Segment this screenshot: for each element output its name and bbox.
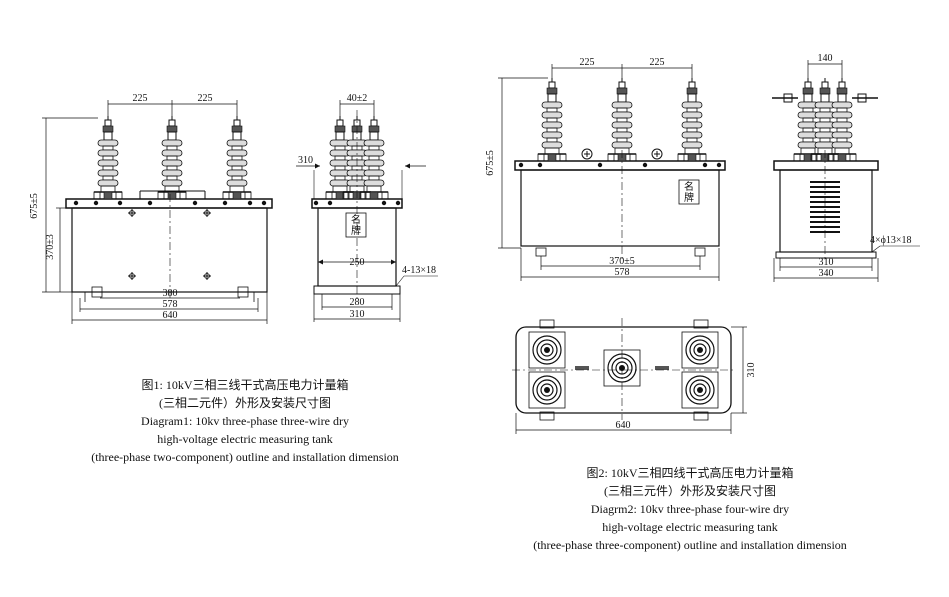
- fig2-nameplate-char-2: 牌: [684, 191, 694, 204]
- fig2-dim-pitch-2: 225: [650, 57, 665, 68]
- fig1-dim-pitch-2: 225: [198, 93, 213, 104]
- fig1-nameplate: [345, 212, 367, 238]
- fig2-caption: 图2: 10kV三相四线干式高压电力计量箱 (三相三元件）外形及安装尺寸图 Di…: [500, 464, 880, 554]
- fig1-caption: 图1: 10kV三相三线干式高压电力计量箱 (三相二元件）外形及安装尺寸图 Di…: [40, 376, 450, 466]
- fig1-nameplate-char-1: 名: [351, 213, 361, 226]
- fig2-nameplate-char-1: 名: [684, 180, 694, 193]
- fig1-dim-height-total: 675±5: [29, 193, 40, 219]
- fig1-dim-side-310: 310: [298, 155, 313, 166]
- fig2-dim-pitch-1: 225: [580, 57, 595, 68]
- fig2-dim-plan-640: 640: [616, 420, 631, 431]
- fig2-dim-310: 310: [819, 257, 834, 268]
- fig1-front-tank: [71, 207, 268, 293]
- fig1-front-insulator-c: [222, 115, 252, 200]
- fig1-side-view: 名 牌 40±2 310 250 4-13×18 280 310: [296, 93, 438, 322]
- fig2-dim-plan-310: 310: [746, 363, 757, 378]
- fig2-front-insulator-c: [677, 77, 707, 162]
- fig1-dim-height-body: 370±3: [45, 234, 56, 260]
- fig2-caption-line-1: 图2: 10kV三相四线干式高压电力计量箱: [586, 466, 794, 480]
- fig2-side-view: 140 4×ϕ13×18 310 340: [772, 53, 920, 282]
- fig1-dim-310: 310: [350, 309, 365, 320]
- fig2-dim-holes: 4×ϕ13×18: [870, 235, 912, 246]
- fig1-front-insulator-a: [93, 115, 123, 200]
- fig1-dim-578: 578: [163, 299, 178, 310]
- fig1-dim-holes: 4-13×18: [402, 265, 436, 276]
- fig2-plan-bushing-a: [528, 331, 566, 369]
- fig2-caption-line-2: (三相三元件）外形及安装尺寸图: [604, 484, 776, 498]
- fig2-plan-bushing-c: [681, 331, 719, 369]
- fig1-dim-top-spacing: 40±2: [347, 93, 368, 104]
- fig2-front-insulator-a: [537, 77, 567, 162]
- fig2-caption-line-3: Diagrm2: 10kv three-phase four-wire dry: [590, 502, 790, 516]
- fig2-plan-bushing-b: [528, 371, 566, 409]
- fig2-dim-578: 578: [615, 267, 630, 278]
- fig2-plan-view: 310 640: [512, 318, 757, 434]
- fig1-dim-280: 280: [350, 297, 365, 308]
- fig1-front-insulator-b: [157, 115, 187, 200]
- fig1-caption-line-1: 图1: 10kV三相三线干式高压电力计量箱: [141, 378, 349, 392]
- fig1-nameplate-char-2: 牌: [351, 224, 361, 237]
- fig1-dim-640: 640: [163, 310, 178, 321]
- fig2-dim-340: 340: [819, 268, 834, 279]
- fig2-front-insulator-b: [607, 77, 637, 162]
- fig1-caption-line-5: (three-phase two-component) outline and …: [91, 450, 399, 464]
- fig1-caption-line-4: high-voltage electric measuring tank: [157, 432, 333, 446]
- fig2-caption-line-5: (three-phase three-component) outline an…: [533, 538, 847, 552]
- fig2-dim-370: 370±5: [609, 256, 635, 267]
- fig1-caption-line-3: Diagram1: 10kv three-phase three-wire dr…: [141, 414, 349, 428]
- fig2-nameplate: [678, 179, 700, 205]
- fig1-dim-380: 380: [163, 288, 178, 299]
- fig1-caption-line-2: (三相二元件）外形及安装尺寸图: [159, 396, 331, 410]
- fig1-dim-pitch-1: 225: [133, 93, 148, 104]
- fig1-front-view: 225 225 675±5 370±3 380 578 640: [29, 93, 273, 324]
- fig2-caption-line-4: high-voltage electric measuring tank: [602, 520, 778, 534]
- fig2-front-view: 名 牌 225 225 675±5 370±5 578: [485, 57, 726, 281]
- fig2-dim-height-total: 675±5: [485, 150, 496, 176]
- fig2-dim-140: 140: [818, 53, 833, 64]
- fig2-plan-bushing-d: [681, 371, 719, 409]
- fig1-dim-250: 250: [350, 257, 365, 268]
